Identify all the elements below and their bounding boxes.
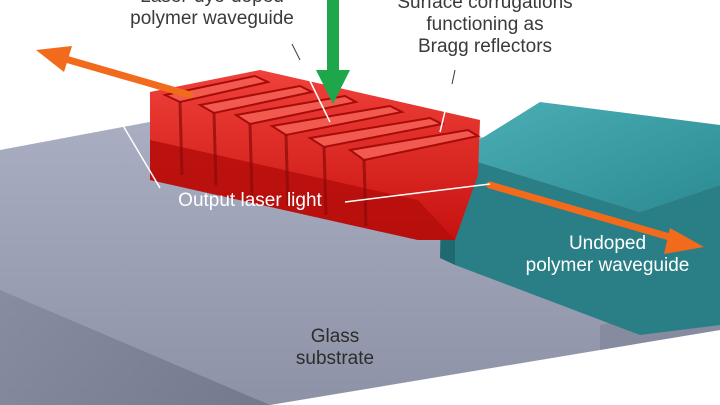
bragg-corrugations (161, 74, 481, 162)
label-dyed-waveguide-line1: Laser-dye-doped (92, 0, 332, 8)
leader-output-right (344, 183, 491, 203)
pump-arrow (316, 0, 350, 104)
pump-arrow-head (316, 70, 350, 104)
label-glass-substrate: Glass substrate (270, 326, 400, 370)
output-arrow-right-shaft (486, 181, 684, 244)
label-substrate-line2: substrate (295, 348, 375, 369)
label-output-light-text: Output laser light (178, 190, 322, 211)
label-substrate-line1: Glass (310, 326, 360, 347)
label-output-light: Output laser light (150, 190, 350, 212)
substrate-front-face (0, 165, 270, 405)
corrugation-shadows (178, 101, 368, 227)
output-arrows (36, 46, 704, 254)
label-corrugations-line3: Bragg reflectors (417, 36, 553, 57)
output-arrow-left-shaft (58, 54, 194, 99)
label-undoped-line2: polymer waveguide (525, 255, 690, 276)
dyed-waveguide-front (150, 140, 455, 240)
dyed-waveguide (150, 70, 481, 240)
pump-arrow-shaft (327, 0, 339, 72)
label-dyed-waveguide: Laser-dye-doped polymer waveguide (92, 0, 332, 30)
label-undoped-waveguide: Undoped polymer waveguide (495, 233, 720, 277)
label-dyed-waveguide-line2: polymer waveguide (130, 8, 294, 29)
label-corrugations-line1: Surface corrugations (397, 0, 573, 13)
leader-output-left (95, 79, 161, 189)
undoped-waveguide-front (455, 155, 720, 335)
leader-dyed-waveguide-dark (291, 43, 301, 61)
leader-corrugations-dark (451, 69, 456, 85)
label-corrugations-line2: functioning as (426, 14, 544, 35)
label-undoped-line1: Undoped (568, 233, 647, 254)
output-arrow-left-head (36, 46, 72, 72)
output-arrow-right-head (664, 228, 704, 254)
undoped-waveguide-top (455, 102, 720, 212)
label-corrugations: Surface corrugations functioning as Brag… (360, 0, 610, 58)
